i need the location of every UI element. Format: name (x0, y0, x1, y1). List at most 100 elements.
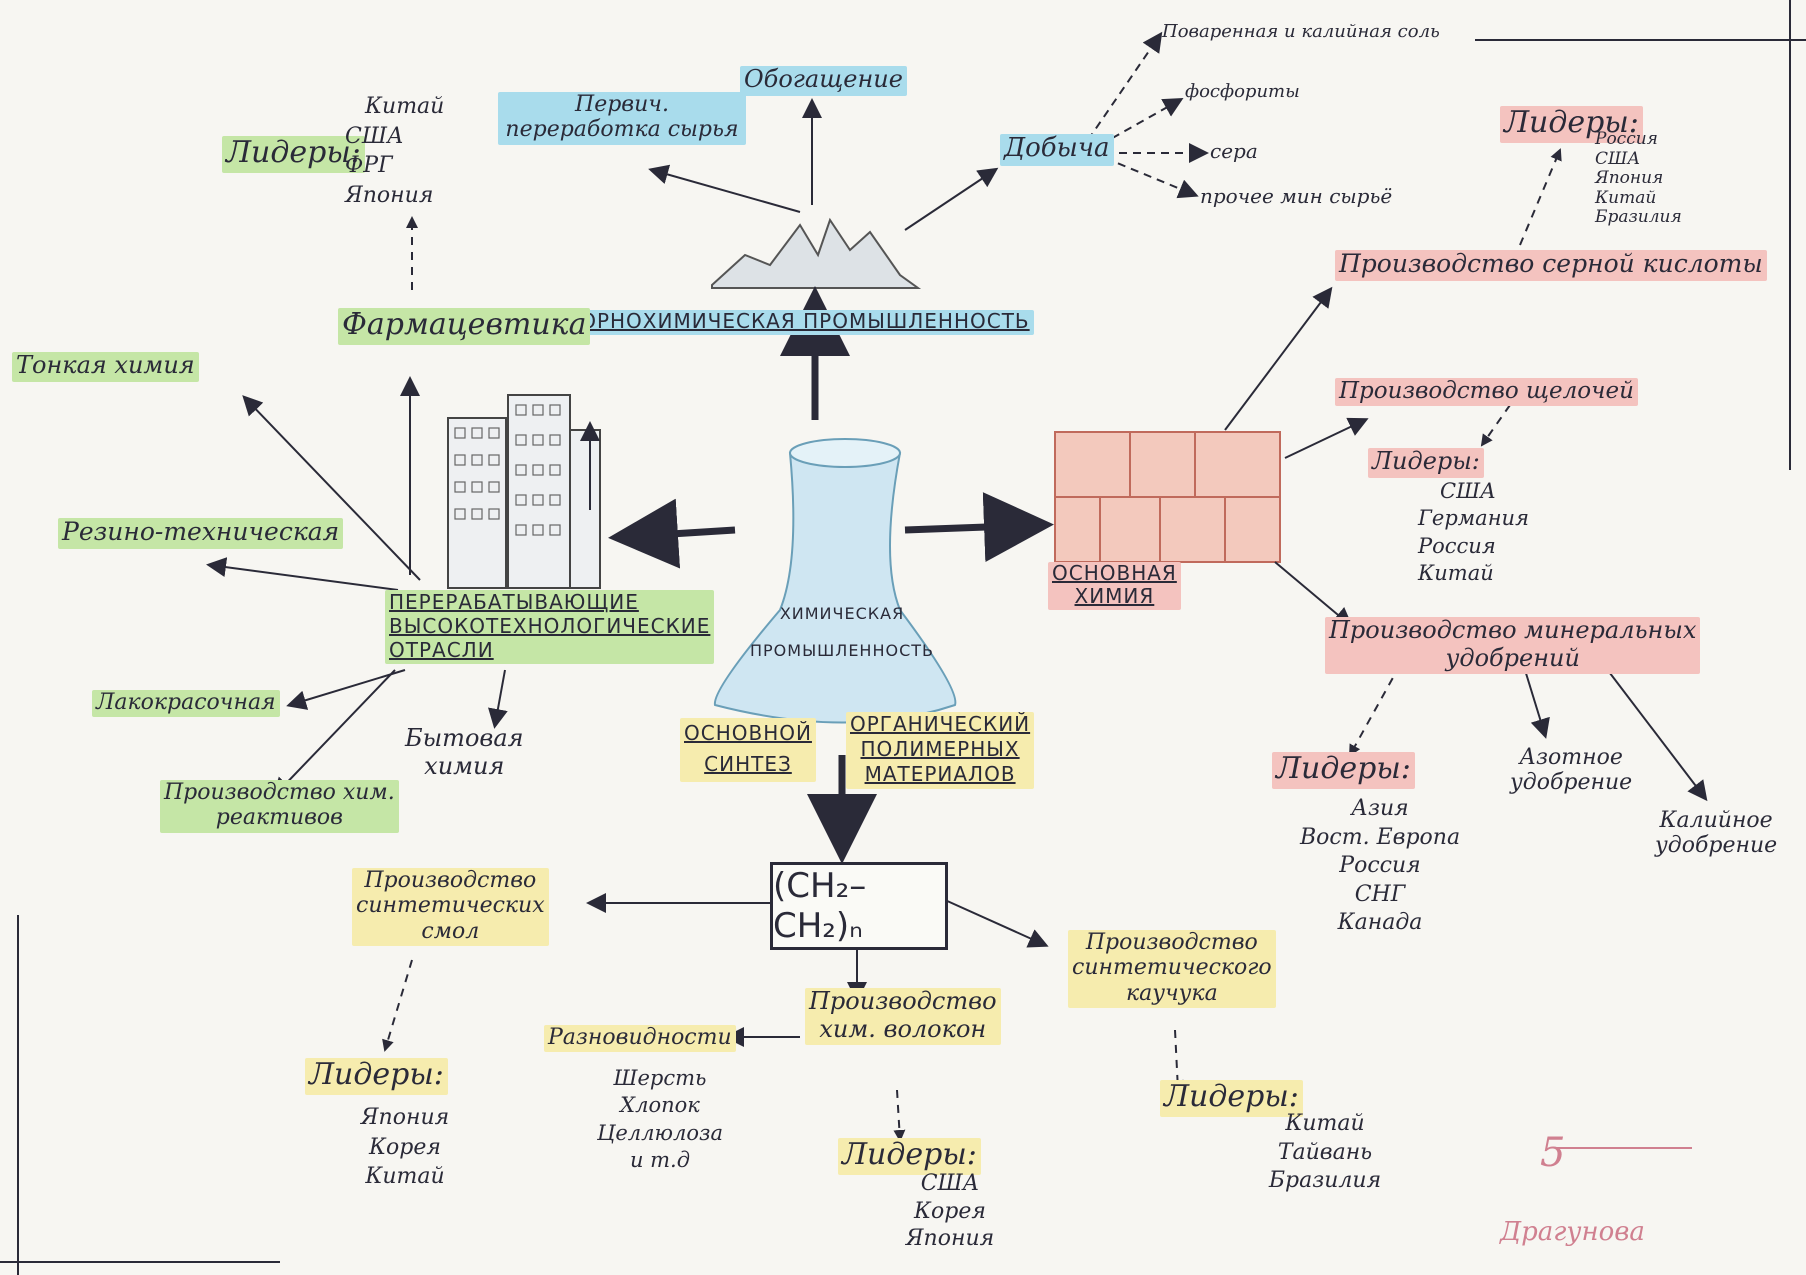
basic-nitrogen-fertilizer: Азотное удобрение (1510, 745, 1632, 796)
fibers-leader-2: Корея (914, 1198, 986, 1224)
fertilizers-line1: Производство минеральных (1329, 616, 1697, 644)
organic-fibers: Производство хим. волокон (805, 987, 1001, 1046)
nitrogen-line2: удобрение (1510, 770, 1633, 796)
fert-leader-1: Азия (1351, 796, 1409, 821)
processing-title: Перерабатывающие высокотехнологические о… (385, 590, 715, 664)
acid-leader-2: США (1595, 148, 1641, 169)
processing-fine-chemistry: Тонкая химия (12, 351, 199, 382)
organic-left-line2: синтез (704, 752, 792, 776)
arrow-center-to-processing (608, 498, 736, 569)
resins-line1: Производство (364, 868, 537, 893)
mining-title: Горнохимическая промышленность (563, 310, 1034, 335)
arrow-center-to-basic (904, 492, 1054, 563)
buildings-illustration (447, 394, 601, 589)
mining-resource-salt: Поваренная и калийная соль (1162, 21, 1440, 42)
grade-mark: 5 (1540, 1130, 1566, 1176)
center-title-line2: промышленность (749, 640, 935, 660)
acid-leader-1: Россия (1595, 129, 1658, 149)
basic-acid-leaders-label: Лидеры: (1500, 105, 1643, 143)
resins-line3: смол (421, 918, 480, 944)
basic-fert-leaders-list: Азия Вост. Европа Россия СНГ Канада (1300, 795, 1460, 938)
organic-resins: Производство синтетических смол (352, 868, 549, 946)
mining-extraction: Добыча (1000, 133, 1114, 166)
basic-title-line1: Основная (1052, 561, 1177, 585)
organic-fibers-leaders-label: Лидеры: (838, 1137, 981, 1175)
processing-leader-4: Япония (345, 183, 434, 209)
organic-varieties-list: Шерсть Хлопок Целлюлоза и т.д (595, 1065, 725, 1174)
variety-1: Шерсть (613, 1066, 707, 1090)
organic-right-title: органический полимерных материалов (846, 712, 1035, 789)
processing-title-line1: Перерабатывающие (389, 590, 639, 614)
organic-right-line1: органический (850, 712, 1031, 736)
fibers-leader-3: Япония (905, 1226, 995, 1251)
processing-leader-2: США (345, 123, 404, 149)
resins-leader-2: Корея (369, 1134, 441, 1160)
processing-reagents-line2: реактивов (215, 805, 343, 831)
basic-title-line2: химия (1074, 584, 1155, 608)
processing-rubber-technical: Резино-техническая (58, 517, 344, 549)
brick-wall-illustration (1054, 431, 1281, 563)
cooling-tower-illustration (713, 443, 957, 724)
mining-resource-phosphorites: фосфориты (1185, 81, 1300, 102)
fert-leader-4: СНГ (1354, 881, 1406, 907)
variety-2: Хлопок (620, 1093, 700, 1118)
polyethylene-formula: (CH₂–CH₂)ₙ (773, 866, 867, 946)
potash-line1: Калийное (1659, 808, 1773, 833)
center-title: химическая промышленность (742, 604, 942, 660)
organic-synthetic-rubber: Производство синтетического каучука (1068, 930, 1276, 1008)
acid-leader-3: Япония (1595, 168, 1664, 189)
acid-leader-4: Китай (1595, 187, 1657, 208)
fibers-leader-1: США (920, 1171, 980, 1196)
organic-right-line3: материалов (864, 762, 1016, 786)
fertilizers-line2: удобрений (1445, 643, 1580, 672)
rubber-leader-2: Тайвань (1277, 1139, 1373, 1165)
organic-varieties: Разновидности (544, 1025, 736, 1053)
processing-household-line1: Бытовая (405, 724, 524, 752)
fibers-line1: Производство (809, 987, 997, 1015)
teacher-signature: Драгунова (1500, 1217, 1645, 1247)
processing-household-line2: химия (424, 751, 505, 780)
processing-reagents: Производство хим. реактивов (160, 780, 399, 833)
processing-title-line3: отрасли (389, 638, 494, 662)
organic-left-title: Основной синтез (680, 718, 816, 782)
organic-fibers-leaders-list: США Корея Япония (895, 1170, 1005, 1253)
processing-household: Бытовая химия (405, 724, 524, 780)
alkali-leader-1: США (1440, 479, 1496, 503)
processing-leaders-label: Лидеры: (222, 135, 365, 173)
basic-sulfuric-acid: Производство серной кислоты (1335, 249, 1767, 281)
basic-potash-fertilizer: Калийное удобрение (1655, 808, 1777, 859)
acid-leader-5: Бразилия (1595, 207, 1682, 228)
mining-primary-label: Первич. переработка сырья (505, 92, 739, 143)
mountains-illustration (711, 217, 922, 289)
organic-left-line1: Основной (684, 721, 812, 745)
organic-rubber-leaders-list: Китай Тайвань Бразилия (1255, 1110, 1395, 1196)
organic-rubber-leaders-label: Лидеры: (1160, 1079, 1303, 1117)
polyethylene-formula-box: (CH₂–CH₂)ₙ (770, 862, 948, 950)
variety-3: Целлюлоза (597, 1120, 723, 1145)
alkali-leader-2: Германия (1418, 506, 1529, 531)
processing-pharma: Фармацевтика (338, 307, 591, 345)
processing-leader-1: Китай (365, 94, 445, 119)
processing-leaders-list: Китай США ФРГ Япония (345, 92, 444, 211)
basic-title: Основная химия (1048, 562, 1181, 610)
mining-resource-other: прочее мин сырьё (1200, 184, 1393, 208)
nitrogen-line1: Азотное (1519, 745, 1623, 770)
resins-leader-1: Япония (360, 1105, 450, 1130)
rubber-line3: каучука (1125, 980, 1218, 1006)
fert-leader-2: Вост. Европа (1300, 824, 1461, 850)
organic-resins-leaders-list: Япония Корея Китай (350, 1103, 460, 1192)
alkali-leader-4: Китай (1418, 560, 1494, 585)
mining-resource-sulfur: сера (1210, 139, 1258, 163)
basic-alkali-leaders-list: США Германия Россия Китай (1418, 478, 1529, 587)
fibers-line2: хим. волокон (819, 1014, 987, 1043)
processing-title-line2: высокотехнологические (389, 614, 711, 638)
fert-leader-5: Канада (1337, 910, 1423, 936)
mining-primary-processing: Первич. переработка сырья (498, 92, 746, 145)
basic-fert-leaders-label: Лидеры: (1272, 751, 1415, 789)
basic-fertilizers: Производство минеральных удобрений (1325, 616, 1701, 675)
processing-leader-3: ФРГ (345, 153, 393, 179)
processing-reagents-line1: Производство хим. (164, 780, 395, 805)
basic-alkali: Производство щелочей (1335, 378, 1638, 407)
